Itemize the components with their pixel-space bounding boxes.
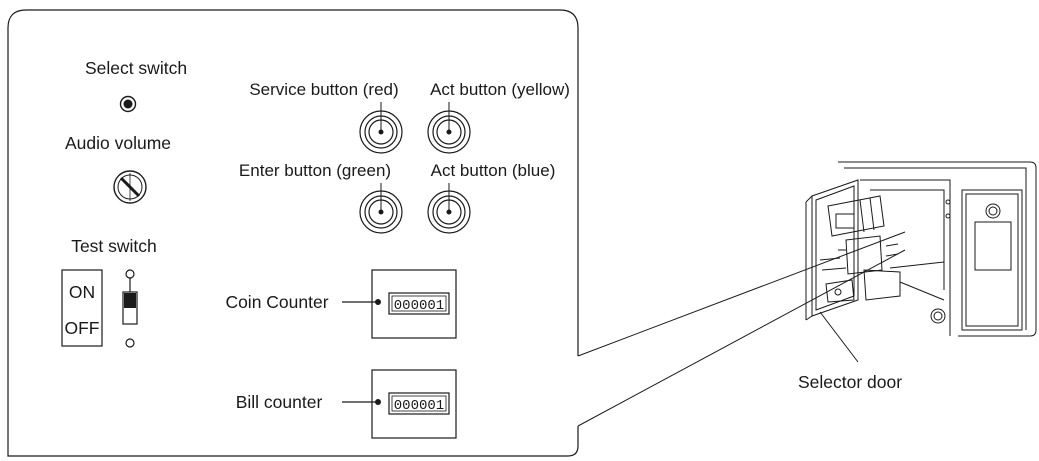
enter-button-label: Enter button (green) [239, 161, 391, 180]
act-button-yellow-label: Act button (yellow) [430, 80, 570, 99]
select-switch-icon[interactable] [119, 95, 137, 113]
cabinet-illustration [805, 161, 1037, 337]
coin-counter-value: 000001 [394, 298, 444, 314]
enter-button-icon[interactable] [359, 190, 403, 234]
service-button-icon[interactable] [359, 110, 403, 154]
coin-counter: 000001 [371, 269, 457, 339]
bill-counter-value: 000001 [394, 398, 444, 414]
select-switch-label: Select switch [85, 58, 187, 78]
audio-volume-label: Audio volume [65, 133, 171, 153]
service-button-label: Service button (red) [249, 80, 398, 99]
coin-counter-label: Coin Counter [225, 292, 328, 312]
service-panel-outline [7, 9, 579, 457]
callout-line-upper [577, 231, 906, 357]
bill-counter: 000001 [371, 369, 457, 439]
act-button-blue-label: Act button (blue) [431, 161, 556, 180]
off-label: OFF [65, 318, 100, 338]
on-off-plate [61, 269, 103, 347]
act-button-yellow-icon[interactable] [427, 110, 471, 154]
selector-door-leader [819, 311, 859, 363]
callout-line-lower [577, 249, 906, 427]
act-button-blue-icon[interactable] [427, 190, 471, 234]
selector-door-label: Selector door [798, 372, 902, 392]
bill-counter-label: Bill counter [236, 392, 323, 412]
test-switch-label: Test switch [71, 236, 157, 256]
volume-knob-icon[interactable] [113, 170, 147, 204]
test-switch-toggle-icon[interactable] [122, 269, 138, 348]
on-label: ON [69, 282, 95, 302]
